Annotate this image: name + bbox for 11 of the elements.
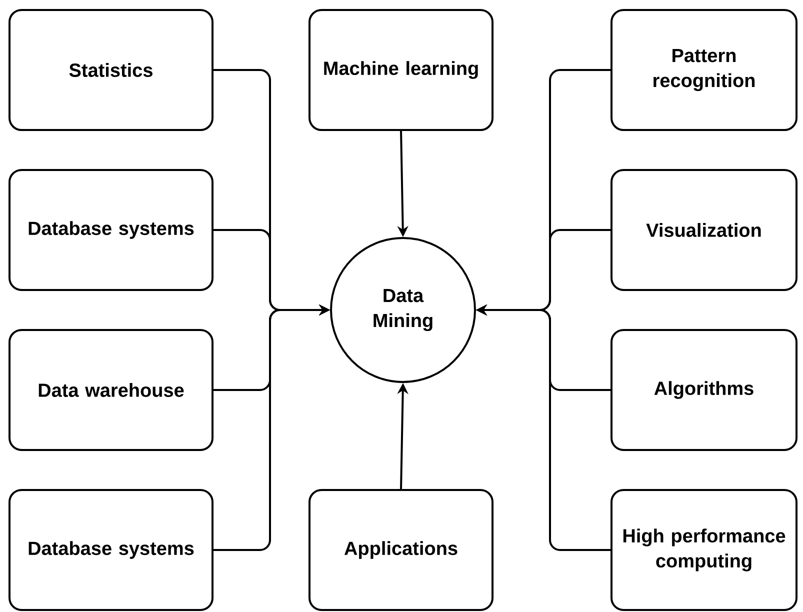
process-box: Visualization <box>610 169 798 291</box>
process-box: Applications <box>308 489 494 611</box>
process-box: Data warehouse <box>8 329 214 451</box>
circle-node: Data Mining <box>330 237 476 383</box>
process-box: Pattern recognition <box>610 9 798 131</box>
process-box: Machine learning <box>308 9 494 131</box>
process-box: Database systems <box>8 169 214 291</box>
process-box: Algorithms <box>610 329 798 451</box>
process-box: Database systems <box>8 489 214 611</box>
process-box: Statistics <box>8 9 214 131</box>
process-box: High performance computing <box>610 489 798 611</box>
